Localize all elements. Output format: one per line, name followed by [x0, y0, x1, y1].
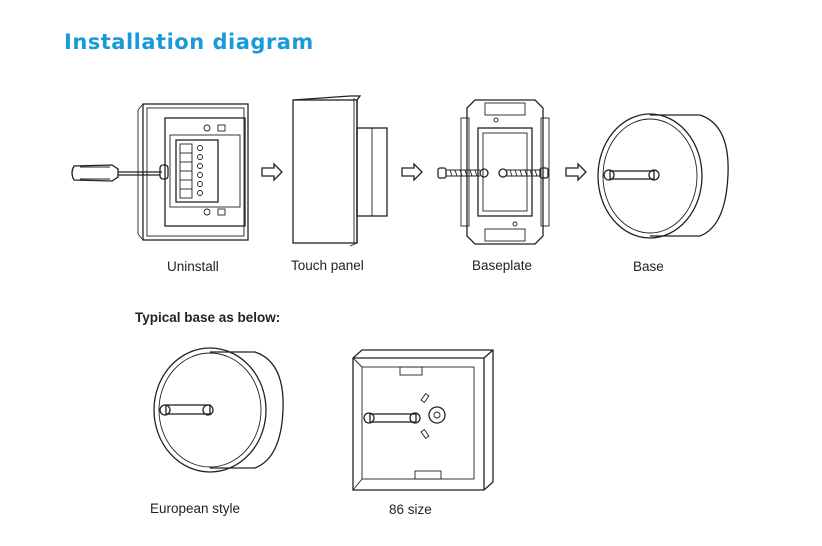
typical-base-heading: Typical base as below:: [135, 310, 281, 325]
page-title: Installation diagram: [64, 30, 314, 54]
step-label-base: Base: [633, 259, 664, 274]
step-label-uninstall: Uninstall: [167, 259, 219, 274]
base-illustration: [597, 113, 729, 239]
arrow-right-icon: [565, 162, 587, 182]
arrow-right-icon: [401, 162, 423, 182]
uninstall-illustration: [71, 103, 249, 241]
baseplate-illustration: [437, 99, 550, 245]
typical-label-european-style: European style: [150, 501, 241, 516]
arrow-right-icon: [261, 162, 283, 182]
european-style-illustration: [153, 347, 284, 473]
86-size-illustration: [352, 349, 494, 491]
typical-label-86-size: 86 size: [389, 502, 432, 517]
step-label-touch-panel: Touch panel: [291, 258, 364, 273]
touch-panel-illustration: [292, 95, 388, 247]
step-label-baseplate: Baseplate: [472, 258, 533, 273]
